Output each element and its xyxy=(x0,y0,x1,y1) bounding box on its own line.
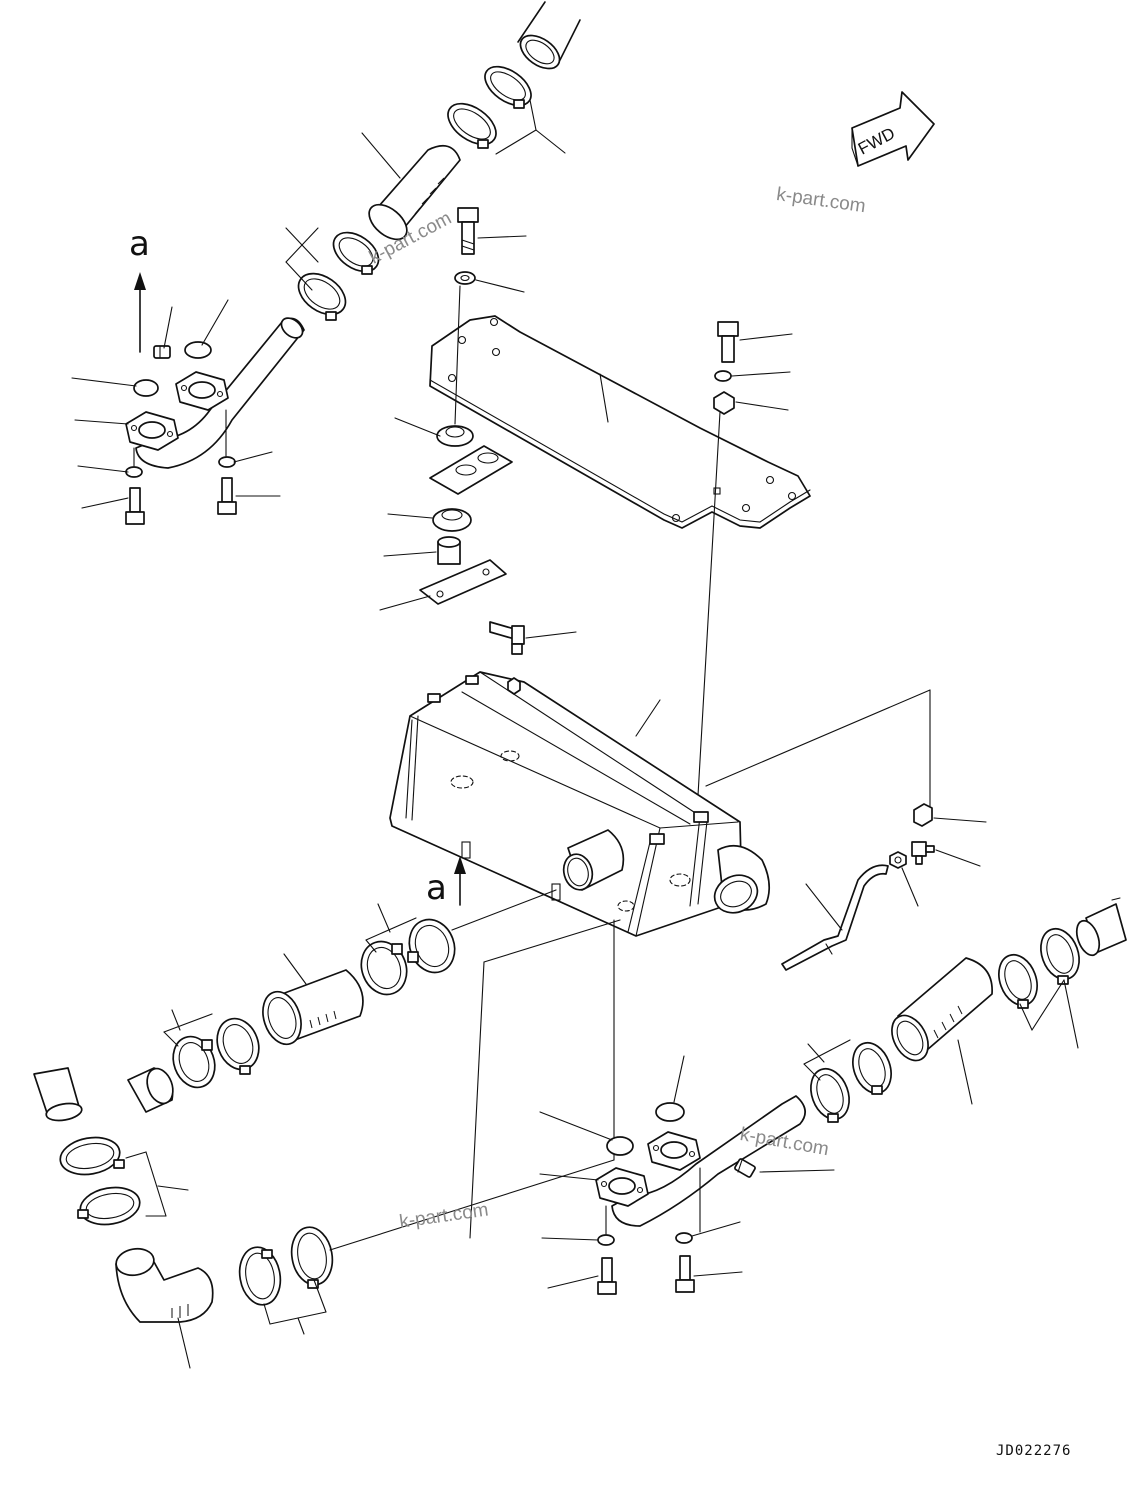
o-ring xyxy=(184,341,212,359)
elbow-tube xyxy=(135,317,305,469)
pipe-end xyxy=(33,1067,83,1122)
hose-clamp xyxy=(172,1035,216,1089)
hose-clamp xyxy=(332,231,380,275)
leader-lines xyxy=(71,99,566,509)
bent-tube xyxy=(781,864,889,971)
nut xyxy=(713,391,735,415)
outlet-port xyxy=(713,844,771,914)
flange xyxy=(175,371,229,411)
nut xyxy=(889,851,907,869)
plug xyxy=(153,345,171,359)
pipe-end xyxy=(1075,897,1127,957)
hose-clamp xyxy=(59,1136,125,1176)
tee-fitting xyxy=(911,841,935,865)
hose-clamp xyxy=(360,940,408,996)
reference-letter-bottom: a xyxy=(426,868,447,908)
hose-clamp xyxy=(810,1067,850,1123)
hose-clamp xyxy=(297,272,347,321)
lower-right-pipe-assembly xyxy=(539,897,1127,1295)
flange xyxy=(595,1167,649,1207)
elbow-hose xyxy=(115,1247,214,1323)
bolt xyxy=(717,321,739,363)
hose-clamp xyxy=(238,1246,282,1306)
aftercooler-core xyxy=(389,671,771,937)
bolt xyxy=(217,477,237,515)
bolt xyxy=(125,487,145,525)
mounting-bracket-assembly xyxy=(379,207,811,901)
hose-clamp xyxy=(216,1017,260,1075)
hose-clamp xyxy=(290,1226,334,1289)
hose-clamp xyxy=(1040,927,1080,985)
elbow-tube xyxy=(611,1095,806,1227)
nut xyxy=(507,677,521,695)
washer xyxy=(218,456,236,468)
drawing-code: JD022276 xyxy=(996,1443,1072,1459)
upper-left-pipe-assembly xyxy=(71,1,581,525)
bolt xyxy=(675,1255,695,1293)
hose-clamp xyxy=(407,918,456,974)
hose xyxy=(262,969,364,1046)
hose-clamp xyxy=(77,1186,141,1226)
washer xyxy=(714,370,732,382)
washer xyxy=(675,1232,693,1244)
washer xyxy=(597,1234,615,1246)
bracket-plate xyxy=(429,315,811,529)
mount-plate xyxy=(419,559,507,605)
connector xyxy=(913,803,933,827)
hose-clamp xyxy=(852,1041,892,1095)
washer xyxy=(454,271,476,285)
right-side-fittings xyxy=(705,689,987,971)
leader-lines xyxy=(125,889,621,1369)
hose-clamp xyxy=(447,102,497,149)
o-ring xyxy=(133,379,159,397)
pipe-end-top xyxy=(517,1,581,70)
plug xyxy=(734,1158,756,1178)
hose xyxy=(891,957,993,1062)
bolt-with-clip xyxy=(489,621,525,655)
reference-letter-top: a xyxy=(129,224,150,264)
lower-left-pipe-assembly xyxy=(33,889,621,1369)
hose-clamp xyxy=(484,65,532,109)
bolt xyxy=(457,207,479,255)
collar xyxy=(437,536,461,565)
o-ring xyxy=(606,1136,634,1156)
flange xyxy=(647,1131,701,1171)
fwd-direction-arrow: FWD xyxy=(851,91,935,167)
flange xyxy=(125,411,179,451)
rubber-mount xyxy=(436,425,474,447)
mount-plate xyxy=(429,445,513,495)
hose xyxy=(368,144,461,241)
rubber-mount xyxy=(432,508,472,532)
outlet-port xyxy=(562,829,625,891)
hose-clamp xyxy=(998,953,1038,1009)
bolt xyxy=(597,1257,617,1295)
reference-arrow-a-top xyxy=(134,272,146,353)
pipe-end xyxy=(127,1067,174,1113)
o-ring xyxy=(655,1102,685,1122)
leader-lines xyxy=(539,979,1079,1289)
